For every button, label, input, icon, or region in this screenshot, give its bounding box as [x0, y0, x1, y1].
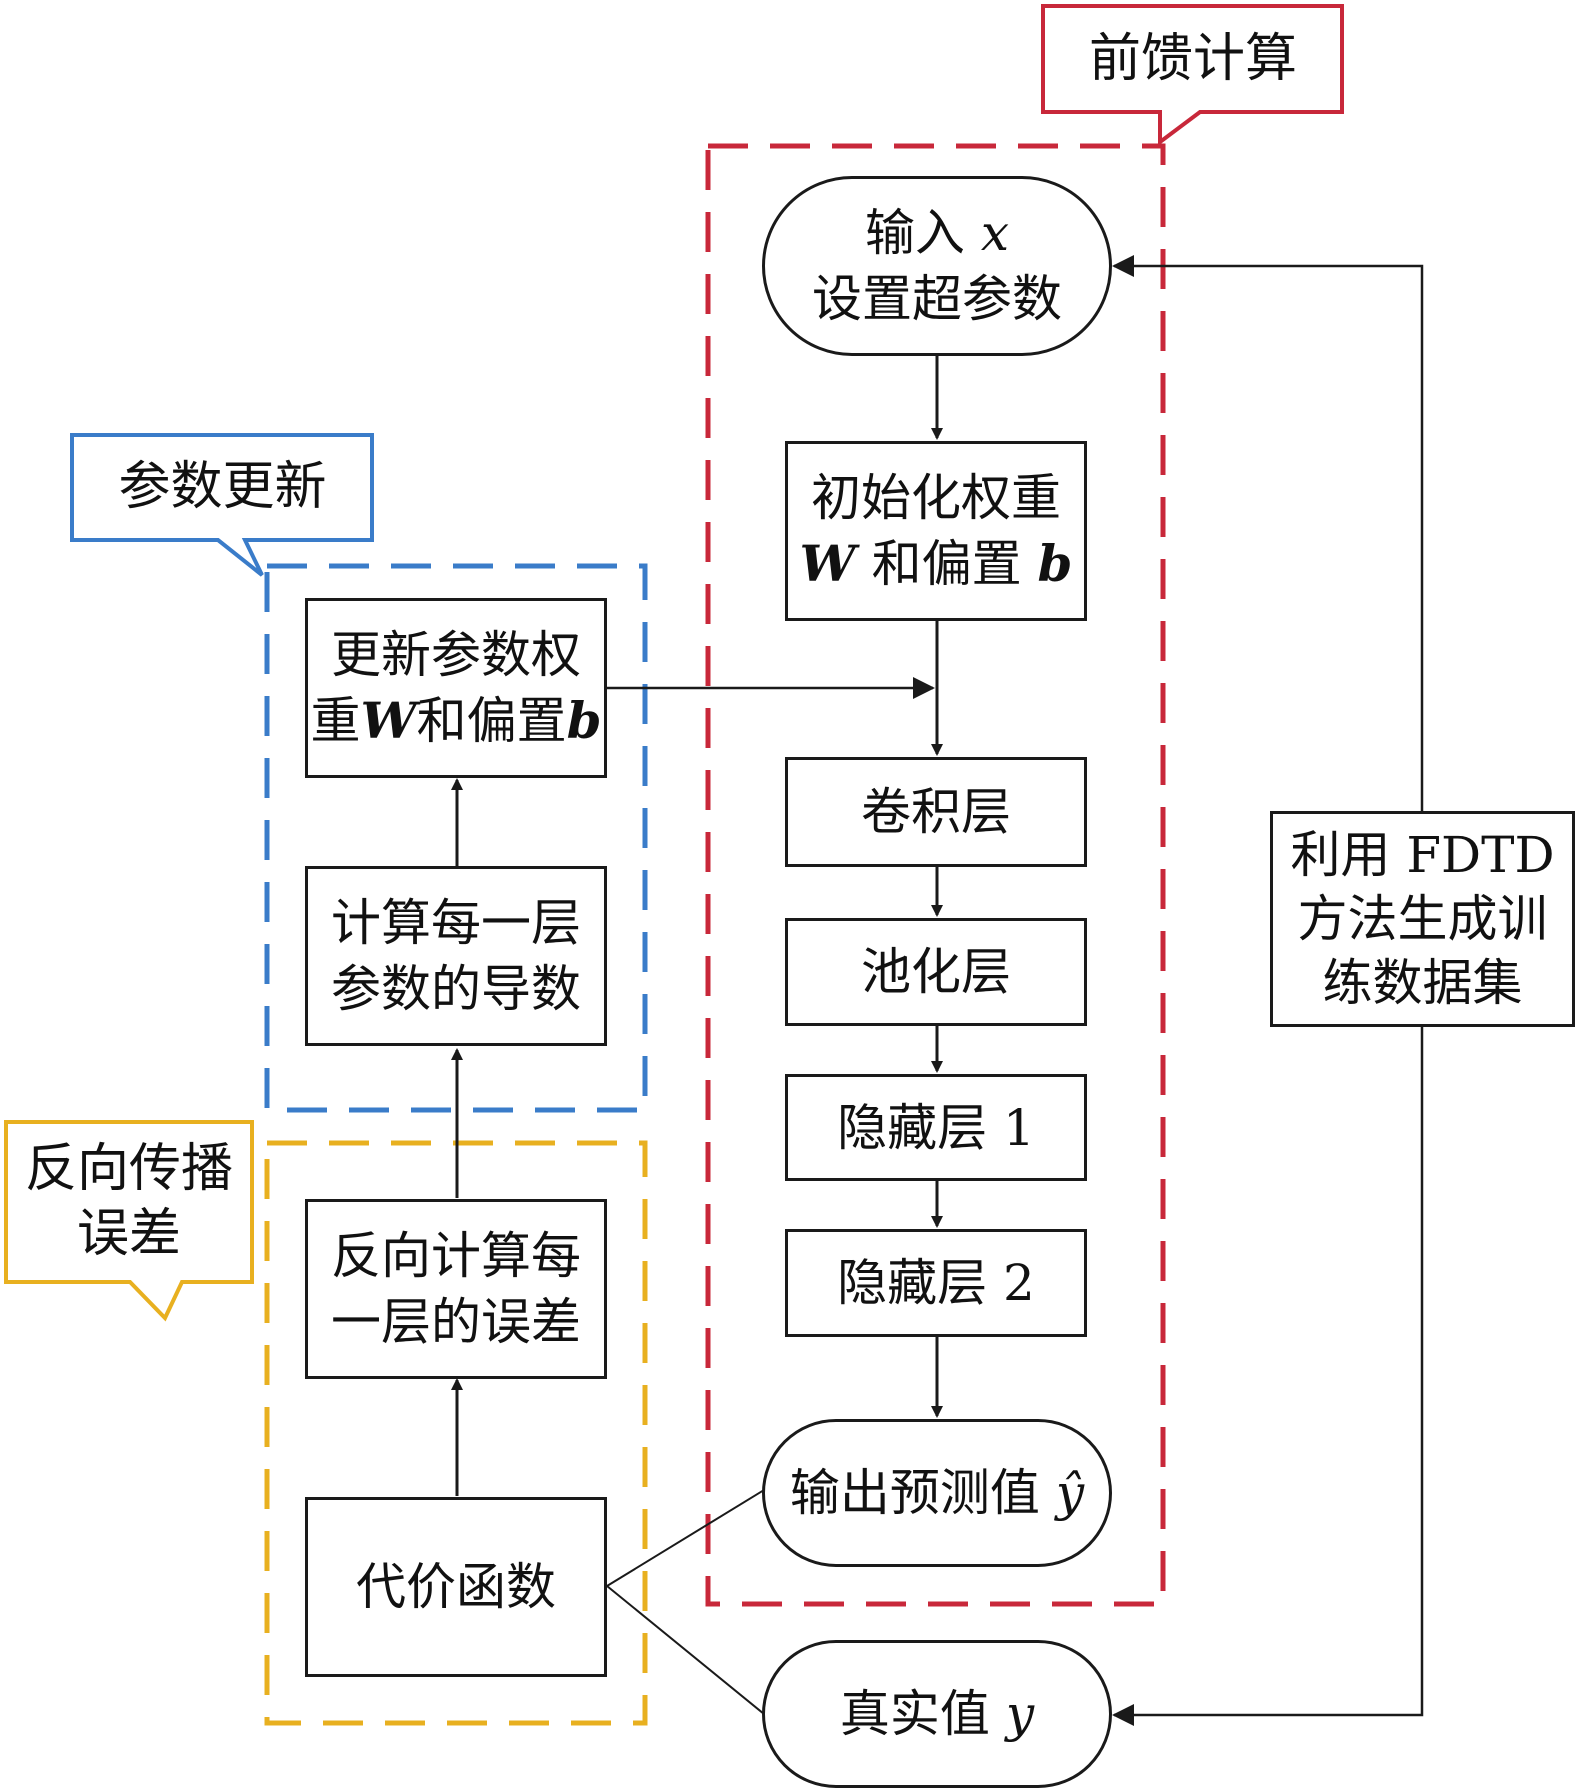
pool-layer-node: 池化层 — [785, 918, 1087, 1026]
feedforward-callout-frame — [1041, 4, 1344, 146]
fdtd-line3: 练数据集 — [1322, 954, 1523, 1012]
init-label-line1: 初始化权重 — [811, 469, 1061, 527]
backprop-label-line2: 误差 — [76, 1204, 181, 1264]
backprop-error-line1: 反向计算每 — [331, 1227, 581, 1285]
input-var-x: x — [980, 204, 1010, 262]
truth-var-y: y — [1005, 1685, 1035, 1743]
cost-function-label: 代价函数 — [356, 1558, 556, 1616]
init-var-w: W — [799, 534, 856, 593]
backprop-label-line1: 反向传播 — [24, 1139, 233, 1199]
backprop-callout-frame — [4, 1120, 254, 1322]
feedforward-region — [705, 143, 1166, 1607]
hidden-layer-1-node: 隐藏层 1 — [785, 1074, 1087, 1181]
backprop-error-line2: 一层的误差 — [331, 1293, 581, 1351]
truth-label: 真实值 — [839, 1685, 990, 1743]
update-params-var-w: W — [360, 691, 417, 750]
update-params-line2b: 和偏置 — [416, 692, 567, 750]
conv-layer-label: 卷积层 — [861, 783, 1011, 841]
pool-layer-label: 池化层 — [861, 943, 1011, 1001]
update-region — [264, 563, 648, 1113]
fdtd-line2: 方法生成训 — [1297, 890, 1548, 948]
cost-function-node: 代价函数 — [305, 1497, 607, 1677]
feedforward-label: 前馈计算 — [1088, 29, 1297, 90]
derivative-line2: 参数的导数 — [331, 960, 581, 1018]
init-label-line2: 和偏置 — [871, 535, 1022, 593]
derivative-line1: 计算每一层 — [331, 894, 581, 952]
hidden-layer-2-label: 隐藏层 2 — [837, 1254, 1035, 1312]
truth-node: 真实值 y — [762, 1640, 1112, 1788]
conv-layer-node: 卷积层 — [785, 757, 1087, 867]
backprop-error-node: 反向计算每 一层的误差 — [305, 1199, 607, 1379]
output-node: 输出预测值 ŷ — [762, 1419, 1112, 1567]
derivative-node: 计算每一层 参数的导数 — [305, 866, 607, 1046]
fdtd-line1: 利用 FDTD — [1290, 826, 1555, 884]
init-var-b: b — [1037, 534, 1073, 593]
init-weights-node: 初始化权重 W 和偏置 b — [785, 441, 1087, 621]
backprop-callout: 反向传播 误差 — [8, 1124, 250, 1280]
output-label: 输出预测值 — [789, 1464, 1040, 1522]
update-callout: 参数更新 — [75, 438, 370, 538]
input-label: 输入 — [864, 204, 965, 262]
update-params-node: 更新参数权 重W和偏置b — [305, 598, 607, 778]
update-params-var-b: b — [566, 691, 602, 750]
input-node: 输入 x 设置超参数 — [762, 176, 1112, 356]
hidden-layer-1-label: 隐藏层 1 — [837, 1098, 1035, 1157]
hidden-layer-2-node: 隐藏层 2 — [785, 1229, 1087, 1337]
hyperparam-label: 设置超参数 — [812, 270, 1062, 328]
update-params-line2a: 重 — [310, 692, 361, 750]
update-label: 参数更新 — [118, 457, 327, 518]
fdtd-data-node: 利用 FDTD 方法生成训 练数据集 — [1270, 811, 1575, 1027]
output-var-yhat: ŷ — [1055, 1464, 1085, 1522]
update-params-line1: 更新参数权 — [331, 626, 581, 684]
update-callout-frame — [70, 433, 374, 577]
feedforward-callout: 前馈计算 — [1046, 10, 1340, 110]
